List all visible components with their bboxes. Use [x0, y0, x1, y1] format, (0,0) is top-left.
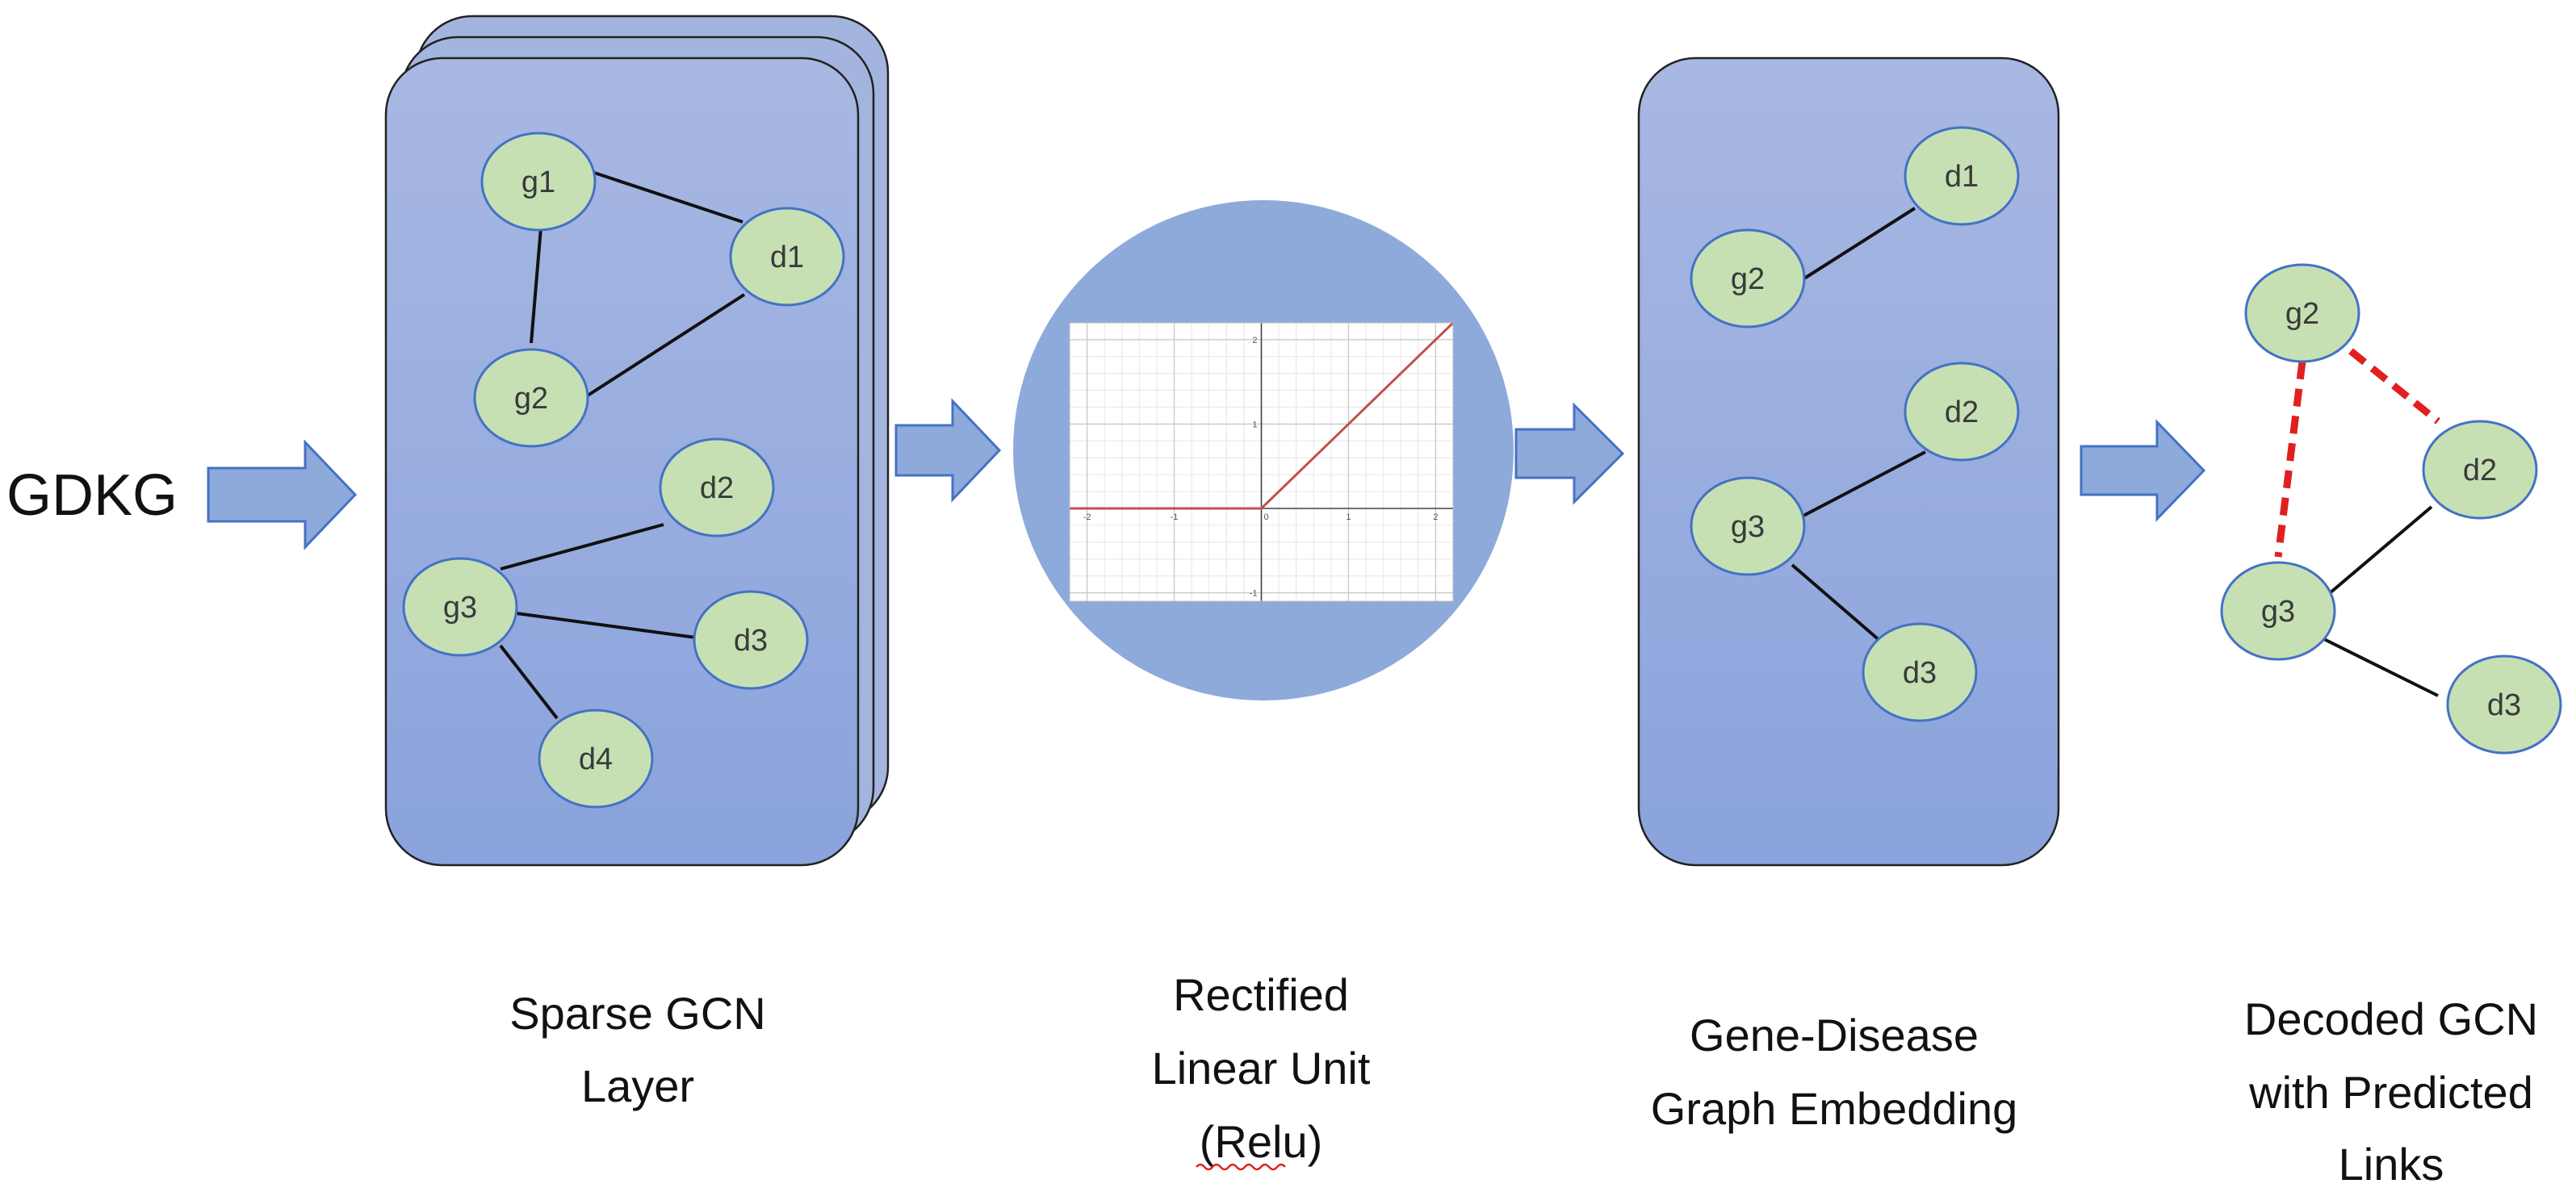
- node-label: d4: [579, 742, 613, 776]
- caption-line: Decoded GCN: [2244, 993, 2538, 1044]
- node-label: d2: [700, 471, 734, 505]
- spellcheck-underline: [1196, 1163, 1286, 1171]
- arrow-to-relu: [894, 398, 1002, 503]
- node-g2: g2: [473, 348, 589, 448]
- y-tick-label: 2: [1252, 336, 1257, 345]
- edge-g1-d1: [591, 170, 743, 224]
- x-tick-label: -2: [1083, 512, 1091, 522]
- node-g2: g2: [1690, 228, 1806, 328]
- caption-line: with Predicted: [2248, 1067, 2533, 1118]
- decoded-edges: [2274, 348, 2440, 697]
- node-label: d3: [734, 624, 768, 658]
- node-label: d3: [2487, 688, 2521, 722]
- sparse-gcn-edges: [499, 170, 746, 720]
- node-d2: d2: [1904, 362, 2020, 462]
- node-g1: g1: [480, 132, 597, 232]
- caption-relu: Rectified Linear Unit (Relu): [1152, 969, 1371, 1171]
- input-label-gdkg: GDKG: [6, 463, 178, 528]
- arrow-to-decoded: [2080, 419, 2206, 522]
- node-label: d2: [1945, 395, 1979, 429]
- caption-line: Sparse GCN: [509, 988, 765, 1039]
- node-label: g1: [521, 165, 555, 199]
- input-arrow: [207, 439, 358, 550]
- caption-embedding: Gene-Disease Graph Embedding: [1651, 1010, 2018, 1134]
- node-d4: d4: [538, 709, 654, 809]
- node-d1: d1: [1904, 126, 2020, 226]
- node-g3: g3: [1690, 476, 1806, 576]
- x-tick-label: 2: [1433, 512, 1438, 522]
- predicted-link-g2-g3: [2274, 361, 2306, 558]
- caption-line: Rectified: [1173, 969, 1349, 1020]
- x-tick-label: -1: [1171, 512, 1179, 522]
- caption-line: Links: [2339, 1139, 2444, 1190]
- caption-decoded: Decoded GCN with Predicted Links: [2244, 993, 2538, 1190]
- node-label: g3: [2261, 595, 2295, 629]
- node-d3: d3: [693, 590, 809, 690]
- embedding-panel: d1 g2 d2 g3 d3: [1637, 56, 2060, 867]
- edge-g3-d3: [2320, 636, 2439, 697]
- arrow-to-embedding: [1514, 402, 1625, 505]
- node-d3: d3: [2446, 655, 2562, 755]
- sparse-gcn-panel: g1 d1 g2 d2 g3 d3 d4: [384, 15, 890, 867]
- relu-line: [1070, 321, 1455, 510]
- edge-g1-g2: [530, 227, 542, 344]
- node-d2: d2: [2422, 420, 2538, 520]
- predicted-link-g2-d2: [2348, 348, 2440, 425]
- edge-g3-d2: [2323, 505, 2433, 599]
- node-label: g3: [443, 591, 477, 625]
- y-tick-label: -1: [1250, 589, 1258, 599]
- caption-sparse-gcn: Sparse GCN Layer: [509, 988, 765, 1111]
- edge-d1-g2: [586, 293, 746, 397]
- node-label: d1: [770, 240, 804, 274]
- node-label: g2: [1731, 262, 1765, 296]
- node-d1: d1: [729, 207, 845, 307]
- caption-line: Layer: [581, 1060, 694, 1111]
- y-tick-label: 1: [1252, 420, 1257, 429]
- edge-g3-d2: [500, 523, 664, 571]
- node-label: d3: [1903, 656, 1937, 690]
- embedding-edges: [1791, 207, 1926, 643]
- node-label: g2: [514, 382, 548, 416]
- relu-plot: -2 -1 0 1 2 2 1 -1: [1069, 321, 1455, 602]
- node-d3: d3: [1862, 622, 1978, 722]
- x-tick-label: 0: [1263, 512, 1268, 522]
- decoded-graph: g2 d2 g3 d3: [2220, 263, 2562, 755]
- plot-border: [1069, 322, 1454, 602]
- node-g2: g2: [2244, 263, 2360, 363]
- node-label: d2: [2463, 454, 2497, 487]
- x-tick-label: 1: [1346, 512, 1351, 522]
- caption-line: Linear Unit: [1152, 1043, 1371, 1094]
- caption-line: (Relu): [1200, 1116, 1322, 1167]
- edge-g3-d3: [516, 612, 697, 639]
- edge-g3-d4: [499, 644, 559, 720]
- caption-line: Graph Embedding: [1651, 1083, 2018, 1134]
- node-d2: d2: [659, 437, 775, 537]
- node-label: g3: [1731, 510, 1765, 544]
- node-g3: g3: [402, 557, 518, 657]
- edge-g2-d1: [1803, 207, 1916, 280]
- edge-g3-d3: [1791, 563, 1883, 643]
- node-label: d1: [1945, 160, 1979, 194]
- edge-g3-d2: [1801, 450, 1926, 518]
- node-label: g2: [2285, 297, 2319, 331]
- relu-block: -2 -1 0 1 2 2 1 -1: [1013, 200, 1514, 701]
- caption-line: Gene-Disease: [1690, 1010, 1979, 1060]
- node-g3: g3: [2220, 561, 2336, 661]
